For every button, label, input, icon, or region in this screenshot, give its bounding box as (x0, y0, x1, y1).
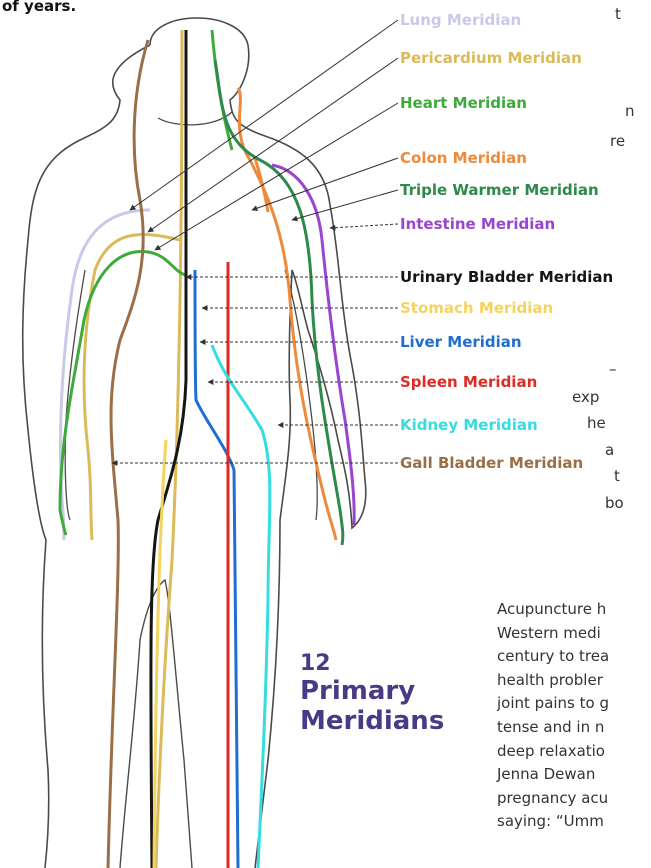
pericardium-meridian-line (84, 30, 182, 868)
body-line: pregnancy acu (497, 787, 651, 811)
badge-line-1: Primary (300, 676, 444, 706)
triple-warmer-meridian-label: Triple Warmer Meridian (400, 181, 599, 199)
body-line: health probler (497, 669, 651, 693)
lung-leader-line (130, 20, 398, 210)
gall-bladder-meridian-line (108, 40, 148, 868)
badge-number: 12 (300, 652, 444, 676)
stomach-meridian-label: Stomach Meridian (400, 299, 553, 317)
body-line: saying: “Umm (497, 810, 651, 834)
body-line: deep relaxatio (497, 740, 651, 764)
liver-meridian-label: Liver Meridian (400, 333, 522, 351)
pericardium-meridian-label: Pericardium Meridian (400, 49, 582, 67)
intestine-meridian-label: Intestine Meridian (400, 215, 555, 233)
article-body-text: Acupuncture h Western medi century to tr… (497, 598, 651, 834)
liver-meridian-line (195, 270, 238, 868)
body-line: century to trea (497, 645, 651, 669)
colon-meridian-label: Colon Meridian (400, 149, 527, 167)
urinary-bladder-meridian-label: Urinary Bladder Meridian (400, 268, 613, 286)
body-line: Western medi (497, 622, 651, 646)
body-line: tense and in n (497, 716, 651, 740)
intestine-leader-line (330, 224, 398, 228)
heart-meridian-label: Heart Meridian (400, 94, 527, 112)
neck-line (158, 112, 232, 125)
spleen-meridian-label: Spleen Meridian (400, 373, 537, 391)
body-line: Jenna Dewan (497, 763, 651, 787)
primary-meridians-badge: 12 Primary Meridians (300, 652, 444, 736)
badge-line-2: Meridians (300, 706, 444, 736)
body-line: joint pains to g (497, 692, 651, 716)
heart-meridian-line (60, 30, 232, 535)
kidney-meridian-label: Kidney Meridian (400, 416, 538, 434)
gall-bladder-meridian-label: Gall Bladder Meridian (400, 454, 583, 472)
lung-meridian-label: Lung Meridian (400, 11, 521, 29)
body-line: Acupuncture h (497, 598, 651, 622)
kidney-meridian-line (212, 345, 270, 868)
